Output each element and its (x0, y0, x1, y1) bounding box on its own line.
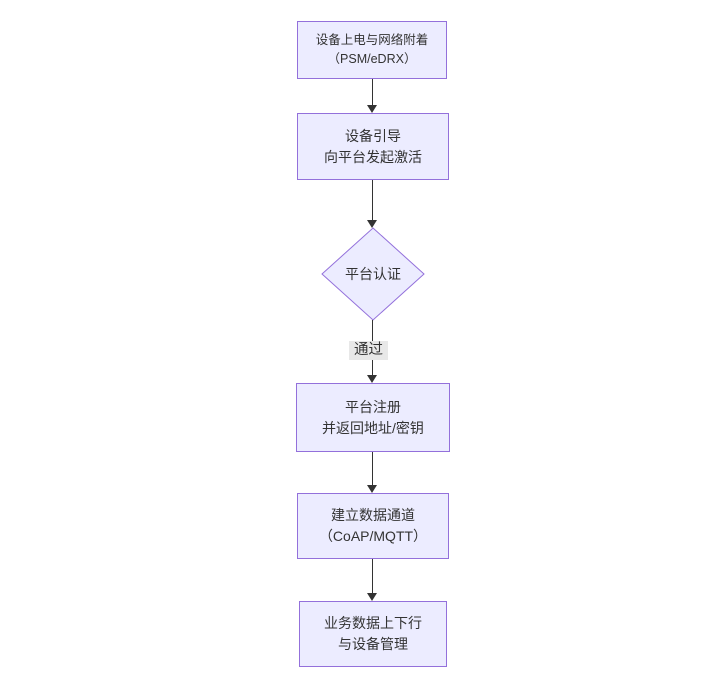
node-text-line: 设备上电与网络附着 (315, 33, 429, 47)
edge-line (372, 559, 373, 593)
arrowhead-down-icon (367, 105, 377, 113)
edge-boot-to-auth (367, 180, 378, 228)
node-boot-activate: 设备引导 向平台发起激活 (297, 113, 449, 180)
diamond-shape (321, 227, 425, 321)
arrowhead-down-icon (367, 485, 377, 493)
arrowhead-down-icon (367, 593, 377, 601)
node-data-channel: 建立数据通道 （CoAP/MQTT） (297, 493, 449, 559)
node-business-data: 业务数据上下行 与设备管理 (299, 601, 447, 667)
edge-label-pass: 通过 (349, 341, 388, 360)
node-text-line: 建立数据通道 (331, 507, 415, 523)
edge-register-to-channel (367, 452, 378, 493)
arrowhead-down-icon (367, 220, 377, 228)
node-text-line: 平台认证 (345, 266, 401, 282)
edge-line (372, 180, 373, 220)
node-text-line: （PSM/eDRX） (327, 52, 417, 66)
node-text-line: 平台注册 (345, 398, 401, 415)
node-power-attach: 设备上电与网络附着 （PSM/eDRX） (297, 21, 447, 79)
edge-channel-to-business (367, 559, 378, 601)
node-platform-register: 平台注册 并返回地址/密钥 (296, 383, 450, 452)
edge-power-to-boot (367, 79, 378, 113)
node-text-line: 设备引导 (345, 127, 401, 144)
node-text-line: 向平台发起激活 (324, 148, 422, 165)
node-text-line: 业务数据上下行 (324, 615, 422, 631)
edge-line (372, 452, 373, 485)
node-text-line: 与设备管理 (338, 636, 408, 652)
node-text-line: （CoAP/MQTT） (318, 528, 428, 544)
node-text-line: 并返回地址/密钥 (322, 419, 424, 436)
edge-line (372, 79, 373, 105)
node-platform-auth: 平台认证 (320, 227, 426, 321)
arrowhead-down-icon (367, 375, 377, 383)
